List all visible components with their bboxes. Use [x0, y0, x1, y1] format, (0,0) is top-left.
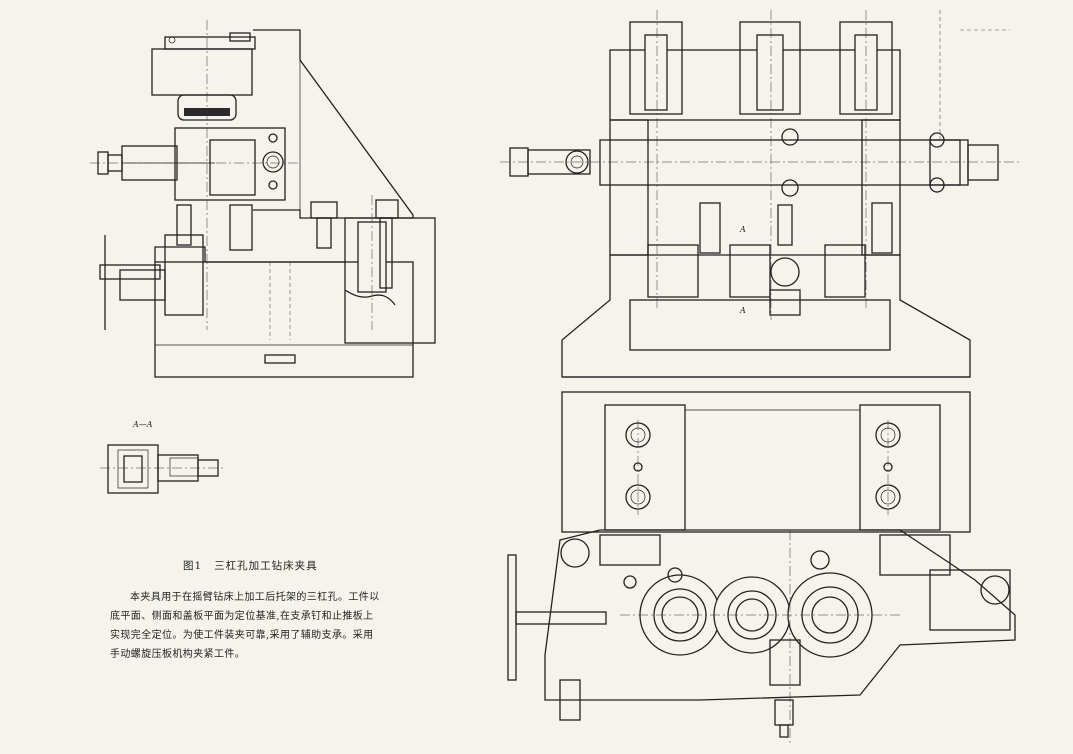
section-a-a [100, 444, 225, 494]
side-view [90, 20, 436, 378]
section-view-label: A—A [133, 420, 153, 429]
figure-description: 本夹具用于在摇臂钻床上加工后托架的三杠孔。工件以底平面、侧面和盖板平面为定位基准… [110, 592, 380, 660]
figure-number: 图1 [183, 560, 203, 572]
section-mark-bottom: A [740, 306, 746, 315]
plan-view [507, 391, 1016, 745]
figure-caption: 图1 三杠孔加工钻床夹具 [183, 558, 318, 573]
section-mark-top: A [740, 225, 746, 234]
front-view [500, 10, 1020, 378]
figure-title: 三杠孔加工钻床夹具 [214, 560, 318, 572]
